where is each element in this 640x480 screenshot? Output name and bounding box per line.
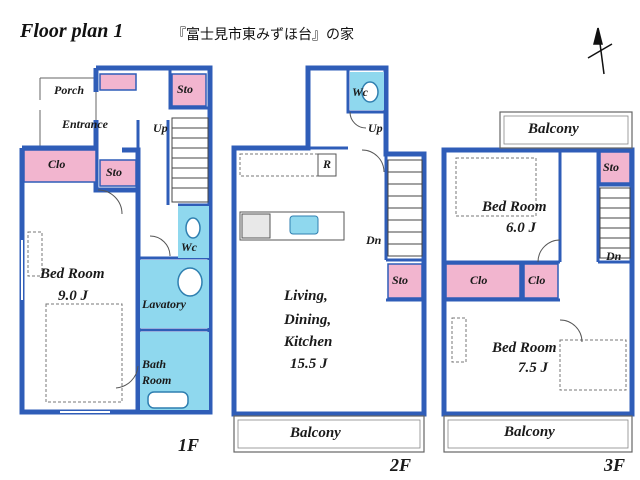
f2-r-box	[317, 153, 337, 177]
f1-up-label: Up	[153, 121, 168, 135]
f1-washbasin	[177, 267, 203, 297]
f1-sto-b-fill	[171, 73, 207, 107]
f1-stairs	[171, 117, 209, 203]
f3-sto-fill	[599, 151, 631, 184]
floor-1	[19, 65, 213, 415]
plan-title: Floor plan 1	[20, 20, 124, 42]
f3-balcony-top-label: Balcony	[528, 121, 579, 137]
f2-ldk-line-2: Dining,	[284, 312, 332, 328]
f1-sto-a-label: Sto	[106, 165, 123, 179]
f1-lavatory-label: Lavatory	[142, 297, 186, 311]
f1-corridor-walls	[93, 65, 213, 415]
f2-door-swing-1	[361, 149, 385, 173]
f1-door-swing-3	[115, 365, 139, 389]
f1-porch-label: Porch	[54, 83, 84, 97]
f2-stairs	[387, 159, 423, 257]
f1-door-swing-1	[97, 189, 123, 215]
f2-floor-label: 2F	[390, 455, 412, 475]
f3-bed2-name: Bed Room	[492, 340, 557, 356]
f3-bed-2	[559, 339, 627, 391]
north-arrow-compass-icon	[587, 27, 613, 75]
f2-dn-label: Dn	[366, 233, 382, 247]
f3-bed1-size: 6.0 J	[506, 220, 536, 236]
f1-sto-a-fill	[99, 159, 137, 187]
f3-outer-walls	[441, 147, 635, 417]
f2-balcony	[233, 415, 425, 453]
f2-outer-walls	[231, 65, 427, 417]
f1-lavatory-fill	[140, 260, 209, 328]
f3-clo-b-label: Clo	[528, 273, 546, 287]
f1-bedroom-name: Bed Room	[40, 266, 105, 282]
f3-clo-b-fill	[523, 263, 559, 299]
f1-floor-label: 1F	[178, 435, 200, 455]
f1-door-swing-2	[149, 235, 171, 257]
f3-dn-label: Dn	[606, 249, 622, 263]
f1-partitions	[136, 70, 210, 332]
f3-desk	[451, 317, 467, 363]
floor-3	[441, 111, 635, 453]
plan-title-japanese: 『富士見市東みずほ台』の家	[172, 27, 354, 43]
f3-stairs	[599, 187, 631, 259]
f2-ldk-line-3: Kitchen	[284, 334, 333, 350]
f1-entrance-label: Entrance	[62, 117, 109, 131]
f3-balcony-top	[499, 111, 633, 149]
f3-door-swing-2	[559, 319, 583, 343]
f3-bed-1	[455, 157, 537, 217]
f1-bed	[45, 303, 123, 403]
f1-wc-label: Wc	[181, 240, 197, 254]
f3-floor-label: 3F	[604, 455, 626, 475]
f3-balcony-bottom-label: Balcony	[504, 424, 555, 440]
floor-2	[231, 65, 427, 453]
f2-partitions	[308, 70, 424, 302]
f2-wc-label: Wc	[352, 85, 368, 99]
f1-bath-label-1: Bath	[142, 357, 167, 371]
f3-sto-label: Sto	[603, 160, 620, 174]
f2-ldk-line-1: Living,	[284, 288, 328, 304]
f3-partitions	[444, 150, 632, 302]
f3-clo-a-fill	[445, 263, 521, 299]
f2-ldk-size: 15.5 J	[290, 356, 328, 372]
f2-r-label: R	[323, 157, 332, 171]
f1-bathtub	[147, 391, 189, 409]
f3-bed2-size: 7.5 J	[518, 360, 548, 376]
f1-sto-b-label: Sto	[177, 82, 194, 96]
f1-desk	[27, 231, 43, 277]
f1-porch-shoe-fill	[99, 73, 137, 91]
f1-clo-fill	[23, 149, 97, 183]
f3-balcony-bottom	[443, 415, 633, 453]
f2-sink	[289, 215, 319, 235]
f1-clo-label: Clo	[48, 157, 66, 171]
f3-door-swing-1	[537, 239, 561, 263]
f2-sto-fill	[387, 263, 423, 299]
f2-stove	[241, 213, 271, 239]
f3-clo-a-label: Clo	[470, 273, 488, 287]
f2-balcony-label: Balcony	[290, 425, 341, 441]
f1-bedroom-size: 9.0 J	[58, 288, 88, 304]
f2-up-label: Up	[368, 121, 383, 135]
f2-sto-label: Sto	[392, 273, 409, 287]
f3-bed1-name: Bed Room	[482, 199, 547, 215]
f2-toilet	[361, 81, 379, 103]
f1-toilet	[185, 217, 201, 239]
f2-door-swing-2	[349, 111, 367, 129]
f1-bath-label-2: Room	[142, 373, 172, 387]
